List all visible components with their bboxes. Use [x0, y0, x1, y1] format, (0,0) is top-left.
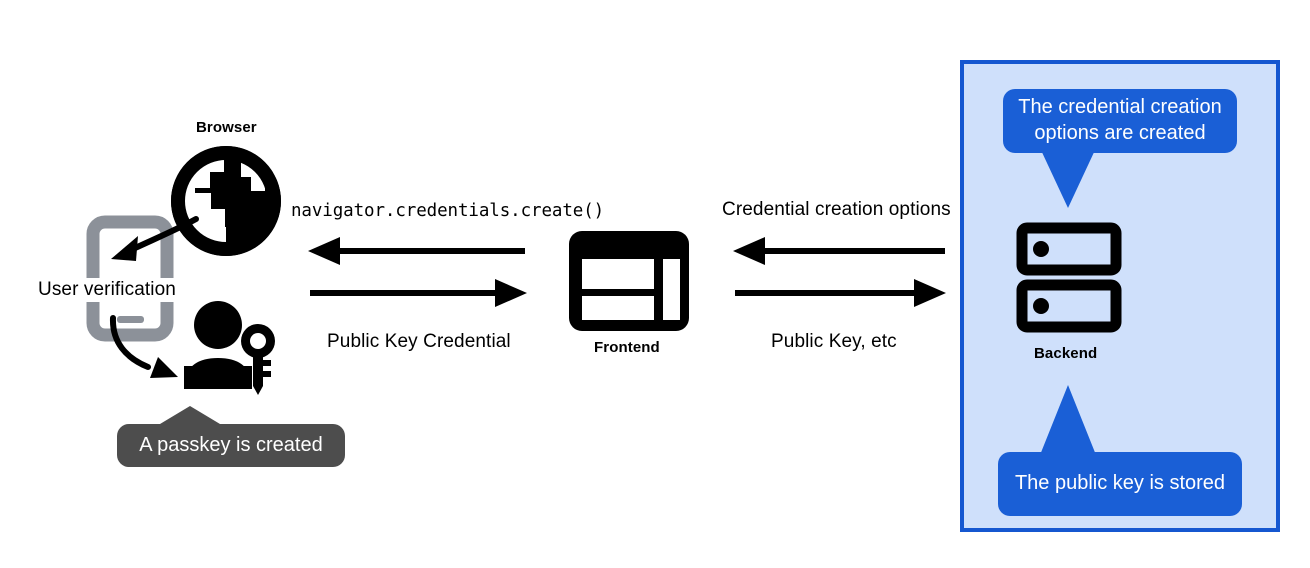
- options-created-callout: The credential creation options are crea…: [1003, 89, 1237, 153]
- person-with-key-icon: [184, 301, 275, 395]
- browser-window-icon: [569, 231, 689, 331]
- passkey-created-callout-text: A passkey is created: [139, 433, 323, 456]
- arrow-phone-to-user: [109, 315, 178, 378]
- globe-icon: [171, 146, 281, 256]
- user-verification-label: User verification: [36, 278, 178, 302]
- browser-label: Browser: [196, 119, 257, 136]
- backend-label: Backend: [1034, 345, 1098, 362]
- arrow-browser-to-phone: [111, 216, 199, 261]
- public-key-stored-callout-text: The public key is stored: [1014, 472, 1226, 495]
- public-key-stored-callout: The public key is stored: [998, 452, 1242, 516]
- navigator-credentials-create-label: navigator.credentials.create(): [291, 201, 605, 221]
- credential-creation-options-label: Credential creation options: [722, 199, 951, 220]
- arrow-frontend-to-backend: [735, 279, 946, 307]
- public-key-etc-label: Public Key, etc: [771, 331, 897, 352]
- frontend-label: Frontend: [594, 339, 660, 356]
- options-created-callout-text: The credential creation options are crea…: [1018, 96, 1222, 144]
- arrow-browser-to-frontend: [310, 279, 527, 307]
- arrow-frontend-to-browser: [308, 237, 525, 265]
- arrow-backend-to-frontend: [733, 237, 945, 265]
- public-key-credential-label: Public Key Credential: [327, 331, 511, 352]
- passkey-created-callout: A passkey is created: [117, 424, 345, 467]
